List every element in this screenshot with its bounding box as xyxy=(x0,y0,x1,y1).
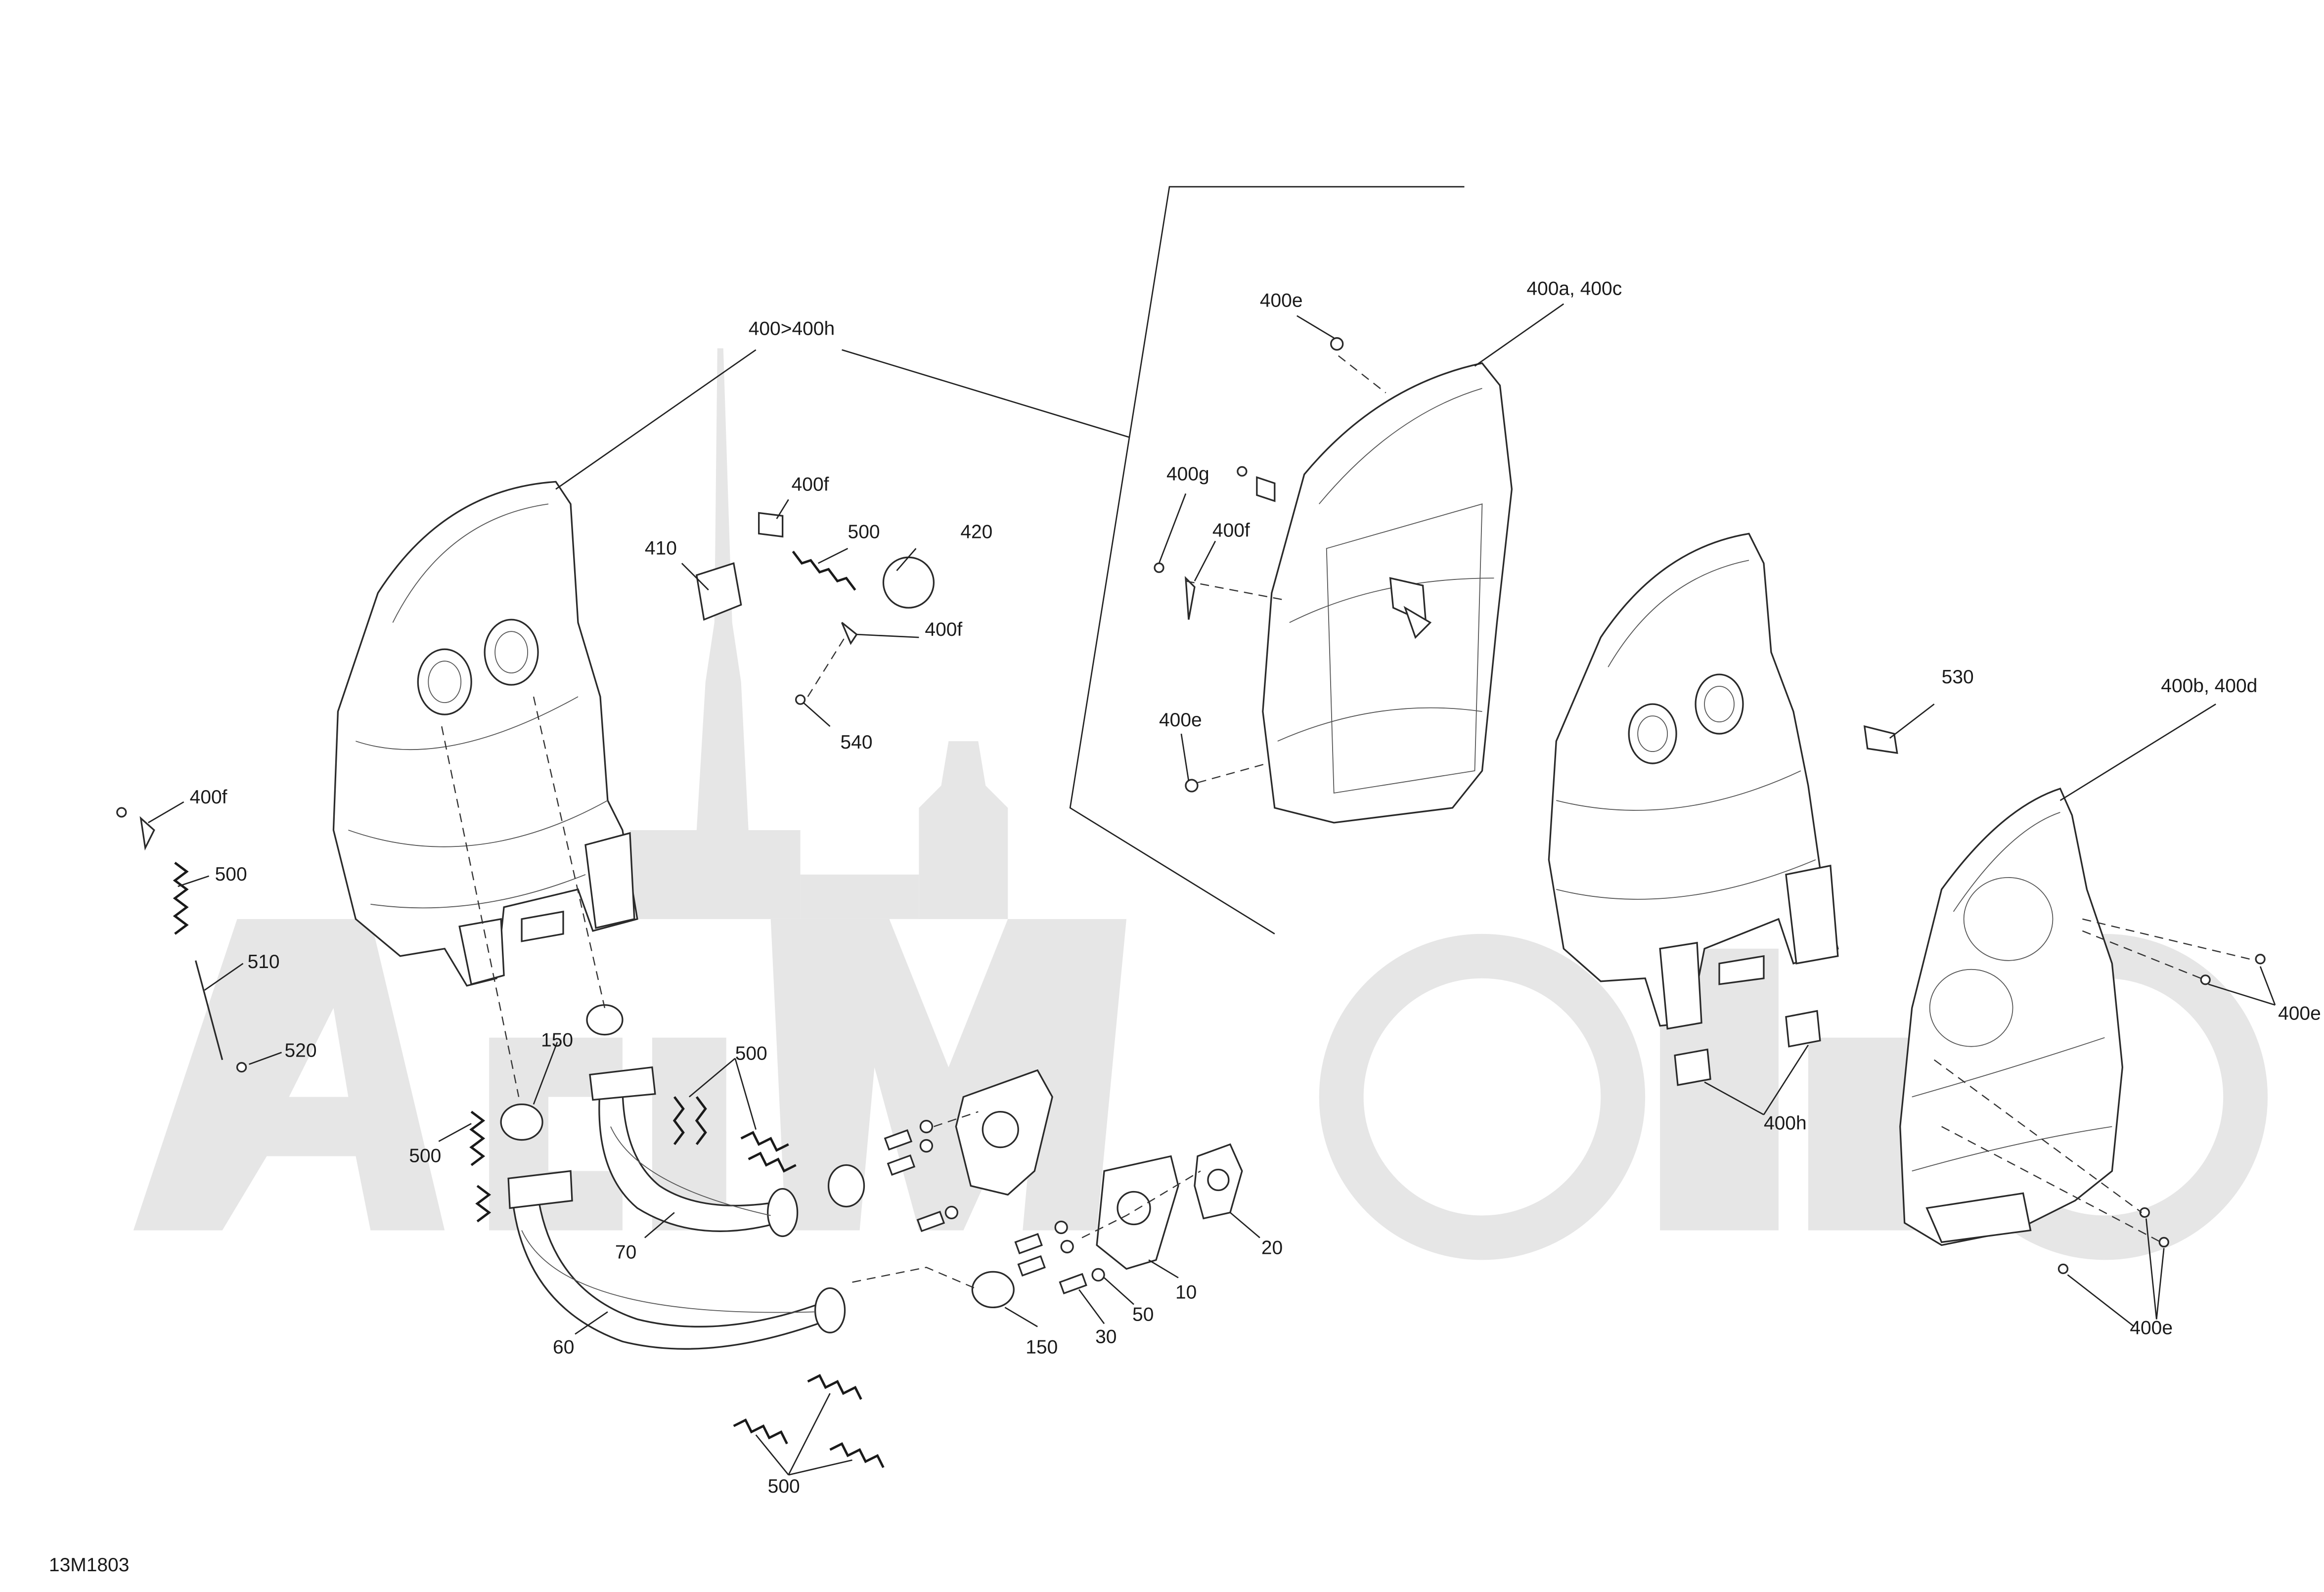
diagram-code: 13M1803 xyxy=(49,1554,129,1576)
muffler-cover-outer xyxy=(1899,787,2124,1246)
callout-150-b: 150 xyxy=(1026,1336,1058,1358)
callout-70: 70 xyxy=(615,1241,636,1263)
muffler-cover-inner xyxy=(1262,362,1513,824)
callout-400a-400c: 400a, 400c xyxy=(1526,278,1622,300)
callout-500-c: 500 xyxy=(409,1146,441,1167)
callout-400h: 400h xyxy=(1764,1113,1807,1134)
head-pipe-70 xyxy=(589,1066,799,1238)
callout-400e-bottom: 400e xyxy=(2130,1317,2173,1338)
muffler-assembly-left xyxy=(332,481,638,987)
callout-500-b: 500 xyxy=(215,864,247,885)
callout-500-a: 500 xyxy=(848,521,880,542)
callout-400b-400d: 400b, 400d xyxy=(2161,675,2257,697)
callout-520: 520 xyxy=(285,1040,317,1061)
callout-150-a: 150 xyxy=(541,1030,573,1051)
callout-400f-d: 400f xyxy=(190,787,227,808)
alignment-lines xyxy=(441,355,2256,1290)
callout-10: 10 xyxy=(1175,1282,1197,1303)
flange-10 xyxy=(1096,1155,1179,1270)
callout-400f-a: 400f xyxy=(792,474,829,495)
callout-400f-b: 400f xyxy=(925,619,962,640)
callout-400g: 400g xyxy=(1166,463,1209,485)
springs xyxy=(173,550,885,1468)
callout-60: 60 xyxy=(553,1336,574,1358)
hardware-small xyxy=(116,337,2266,1294)
callout-400-400h: 400>400h xyxy=(749,318,835,340)
callout-510: 510 xyxy=(248,951,280,973)
callout-540: 540 xyxy=(841,732,873,753)
leader-lines xyxy=(148,186,2276,1476)
callout-400f-c: 400f xyxy=(1212,520,1250,541)
callout-400e-right: 400e xyxy=(2278,1003,2321,1024)
gasket-20 xyxy=(1194,1143,1243,1220)
callout-420: 420 xyxy=(960,521,992,542)
callout-410: 410 xyxy=(645,537,677,559)
flange-gasket-upper xyxy=(955,1069,1053,1196)
callout-30: 30 xyxy=(1095,1326,1117,1347)
callout-400e-top: 400e xyxy=(1260,290,1303,311)
callout-50: 50 xyxy=(1132,1304,1154,1325)
callout-500-e: 500 xyxy=(768,1476,800,1497)
callout-20: 20 xyxy=(1261,1237,1283,1258)
callout-400e-mid: 400e xyxy=(1159,709,1202,731)
muffler-assembly-right xyxy=(1548,532,1839,1030)
callout-labels: 400>400h 400a, 400c 400b, 400d 400e 400e… xyxy=(49,278,2321,1576)
sleeve-rings xyxy=(500,1004,1015,1309)
callout-500-d: 500 xyxy=(735,1043,767,1064)
callout-530: 530 xyxy=(1942,666,1974,688)
head-pipe-60 xyxy=(507,1170,846,1350)
